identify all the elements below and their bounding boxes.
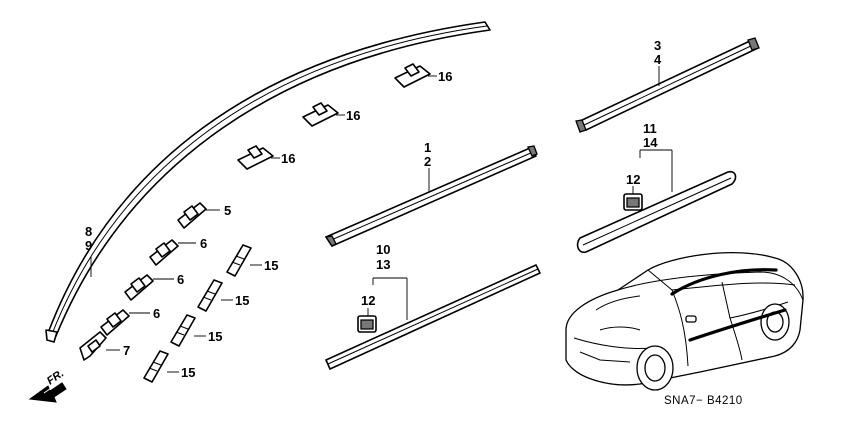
- clip-12-lower[interactable]: [357, 315, 377, 333]
- callout-4: 4: [654, 52, 662, 67]
- clip-15-a[interactable]: [226, 244, 252, 277]
- clip-7[interactable]: [79, 331, 107, 361]
- clip-12-rear[interactable]: [623, 193, 643, 211]
- callout-13: 13: [376, 257, 390, 272]
- clip-16-a[interactable]: [394, 63, 431, 88]
- front-door-molding[interactable]: [324, 145, 538, 247]
- clip-16-b[interactable]: [302, 102, 339, 127]
- clip-16-c[interactable]: [237, 145, 274, 170]
- callout-7: 7: [123, 343, 130, 358]
- window-molding[interactable]: [575, 37, 760, 133]
- clip-15-d[interactable]: [143, 350, 169, 383]
- callout-10: 10: [376, 242, 390, 257]
- clip-15-b[interactable]: [197, 279, 223, 312]
- callout-16c: 16: [281, 151, 295, 166]
- callout-15c: 15: [208, 329, 222, 344]
- clip-6-top[interactable]: [149, 239, 179, 266]
- callout-15d: 15: [181, 365, 195, 380]
- car-illustration: [565, 252, 804, 391]
- front-direction-arrow-icon: [28, 381, 67, 403]
- callout-11: 11: [643, 121, 657, 136]
- callout-6a: 6: [200, 236, 207, 251]
- clip-5[interactable]: [177, 202, 207, 229]
- callout-6b: 6: [177, 272, 184, 287]
- callout-16b: 16: [346, 108, 360, 123]
- roof-molding[interactable]: [45, 21, 491, 343]
- clip-15-c[interactable]: [170, 314, 196, 347]
- callout-1: 1: [424, 140, 431, 155]
- lower-door-molding[interactable]: [325, 264, 541, 370]
- callout-14: 14: [643, 135, 658, 150]
- callout-2: 2: [424, 154, 431, 169]
- diagram-code: SNA7− B4210: [664, 395, 743, 407]
- callout-9: 9: [85, 238, 92, 253]
- callout-5: 5: [224, 203, 231, 218]
- callout-8: 8: [85, 224, 92, 239]
- rear-door-molding[interactable]: [576, 170, 737, 254]
- callout-15a: 15: [264, 258, 278, 273]
- callout-6c: 6: [153, 306, 160, 321]
- callout-12b: 12: [626, 172, 640, 187]
- callout-15b: 15: [235, 293, 249, 308]
- clip-6-middle[interactable]: [124, 274, 154, 301]
- clip-6-bottom[interactable]: [100, 309, 130, 336]
- callout-16a: 16: [438, 69, 452, 84]
- callout-3: 3: [654, 38, 661, 53]
- callout-12a: 12: [361, 293, 375, 308]
